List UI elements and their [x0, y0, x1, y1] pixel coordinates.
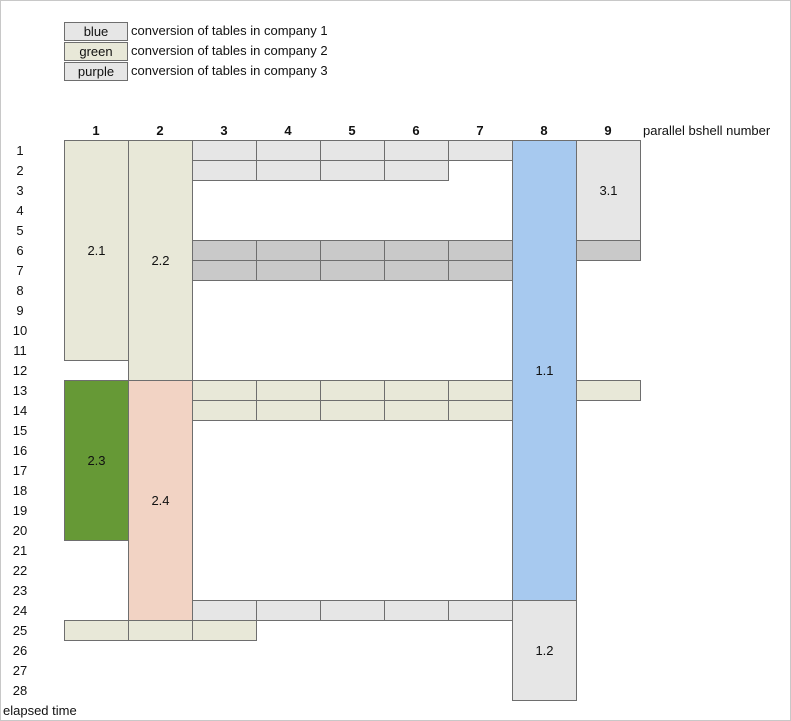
row-label: 23 — [12, 583, 28, 598]
task-cell — [256, 160, 321, 181]
row-label: 26 — [12, 643, 28, 658]
task-block-2-2: 2.2 — [128, 140, 193, 381]
task-cell — [448, 400, 513, 421]
y-axis-label: elapsed time — [3, 703, 77, 718]
row-label: 7 — [16, 263, 24, 278]
row-label: 18 — [12, 483, 28, 498]
task-label: 2.1 — [87, 243, 106, 258]
row-label: 5 — [16, 223, 24, 238]
row-label: 28 — [12, 683, 28, 698]
task-label: 2.3 — [87, 453, 106, 468]
row-label: 25 — [12, 623, 28, 638]
task-cell — [320, 240, 385, 261]
task-cell — [384, 240, 449, 261]
task-cell — [320, 400, 385, 421]
column-header: 5 — [348, 123, 356, 138]
legend-text-blue: conversion of tables in company 1 — [131, 23, 328, 38]
task-cell — [320, 140, 385, 161]
column-header: 4 — [284, 123, 292, 138]
task-cell — [256, 600, 321, 621]
row-label: 27 — [12, 663, 28, 678]
column-header: 2 — [156, 123, 164, 138]
row-label: 16 — [12, 443, 28, 458]
task-cell — [256, 400, 321, 421]
task-cell — [192, 620, 257, 641]
row-label: 12 — [12, 363, 28, 378]
row-label: 3 — [16, 183, 24, 198]
task-cell — [320, 380, 385, 401]
task-cell — [256, 380, 321, 401]
task-cell — [320, 260, 385, 281]
task-label: 1.2 — [535, 643, 554, 658]
legend-swatch-purple: purple — [64, 62, 128, 81]
row-label: 10 — [12, 323, 28, 338]
column-header: 3 — [220, 123, 228, 138]
column-header: 8 — [540, 123, 548, 138]
task-block-3-1: 3.1 — [576, 140, 641, 241]
task-cell — [384, 380, 449, 401]
task-cell — [192, 240, 257, 261]
task-block-1-1: 1.1 — [512, 140, 577, 601]
row-label: 8 — [16, 283, 24, 298]
row-label: 4 — [16, 203, 24, 218]
task-label: 3.1 — [599, 183, 618, 198]
task-cell — [256, 140, 321, 161]
legend-text-green: conversion of tables in company 2 — [131, 43, 328, 58]
task-cell — [256, 260, 321, 281]
task-cell — [192, 160, 257, 181]
column-header: 9 — [604, 123, 612, 138]
row-label: 2 — [16, 163, 24, 178]
task-cell — [192, 260, 257, 281]
task-block-2-1: 2.1 — [64, 140, 129, 361]
task-label: 2.2 — [151, 253, 170, 268]
task-label: 1.1 — [535, 363, 554, 378]
column-header: 7 — [476, 123, 484, 138]
task-cell — [384, 160, 449, 181]
column-header: 6 — [412, 123, 420, 138]
row-label: 19 — [12, 503, 28, 518]
task-label: 2.4 — [151, 493, 170, 508]
legend-swatch-green: green — [64, 42, 128, 61]
task-block-2-3: 2.3 — [64, 380, 129, 541]
row-label: 9 — [16, 303, 24, 318]
task-cell — [192, 600, 257, 621]
legend-swatch-blue: blue — [64, 22, 128, 41]
task-cell — [320, 600, 385, 621]
row-label: 15 — [12, 423, 28, 438]
task-cell — [448, 260, 513, 281]
row-label: 13 — [12, 383, 28, 398]
row-label: 1 — [16, 143, 24, 158]
task-cell — [576, 240, 641, 261]
task-cell — [192, 140, 257, 161]
task-cell — [192, 380, 257, 401]
row-label: 22 — [12, 563, 28, 578]
row-label: 6 — [16, 243, 24, 258]
row-label: 24 — [12, 603, 28, 618]
task-cell — [384, 260, 449, 281]
task-cell — [192, 400, 257, 421]
task-block-1-2: 1.2 — [512, 600, 577, 701]
task-cell — [320, 160, 385, 181]
task-cell — [128, 620, 193, 641]
row-label: 14 — [12, 403, 28, 418]
task-cell — [384, 140, 449, 161]
task-cell — [256, 240, 321, 261]
task-cell — [384, 400, 449, 421]
x-axis-label: parallel bshell number — [643, 123, 771, 138]
column-header: 1 — [92, 123, 100, 138]
task-cell — [576, 380, 641, 401]
task-cell — [384, 600, 449, 621]
row-label: 11 — [13, 343, 27, 358]
task-cell — [448, 600, 513, 621]
task-cell — [448, 140, 513, 161]
row-label: 21 — [12, 543, 28, 558]
task-block-2-4: 2.4 — [128, 380, 193, 621]
task-cell — [448, 380, 513, 401]
row-label: 20 — [12, 523, 28, 538]
task-cell — [64, 620, 129, 641]
row-label: 17 — [12, 463, 28, 478]
legend-text-purple: conversion of tables in company 3 — [131, 63, 328, 78]
task-cell — [448, 240, 513, 261]
